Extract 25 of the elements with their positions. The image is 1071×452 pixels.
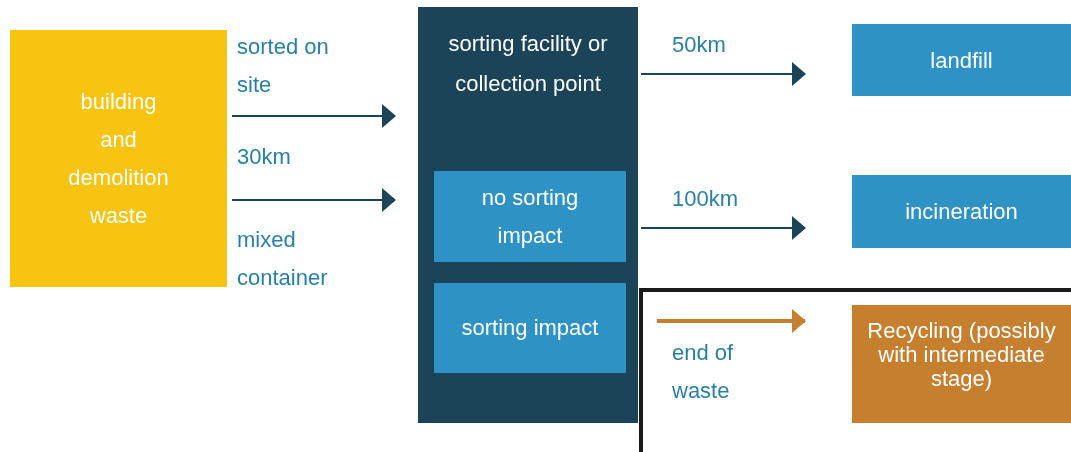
destination-box	[852, 305, 1071, 423]
destination-box	[852, 175, 1071, 248]
node-label: no sorting impact	[480, 183, 580, 250]
edge-label: end of waste	[672, 339, 735, 405]
arrow	[657, 309, 806, 333]
facility-box	[418, 7, 638, 423]
node-label: Recycling (possibly with intermediate stage)	[866, 319, 1057, 391]
node-label: landfill	[930, 46, 993, 75]
edge-label: mixed container	[237, 226, 329, 292]
node-label: incineration	[905, 198, 1018, 226]
edge-label: sorted on site	[237, 33, 330, 99]
node-label: sorting impact	[461, 314, 599, 342]
impact-box	[434, 283, 626, 373]
waste-source-box	[10, 30, 227, 287]
arrow	[640, 216, 806, 240]
destination-box	[852, 24, 1071, 96]
arrow	[231, 104, 396, 128]
arrow	[640, 62, 806, 86]
edge-label: 100km	[672, 185, 740, 213]
distance-label: 30km	[237, 143, 291, 171]
node-label: building and demolition waste	[67, 87, 170, 230]
arrow	[231, 188, 396, 212]
node-label: sorting facility or collection point	[447, 30, 609, 98]
edge-label: 50km	[672, 31, 727, 59]
impact-box	[434, 171, 626, 262]
